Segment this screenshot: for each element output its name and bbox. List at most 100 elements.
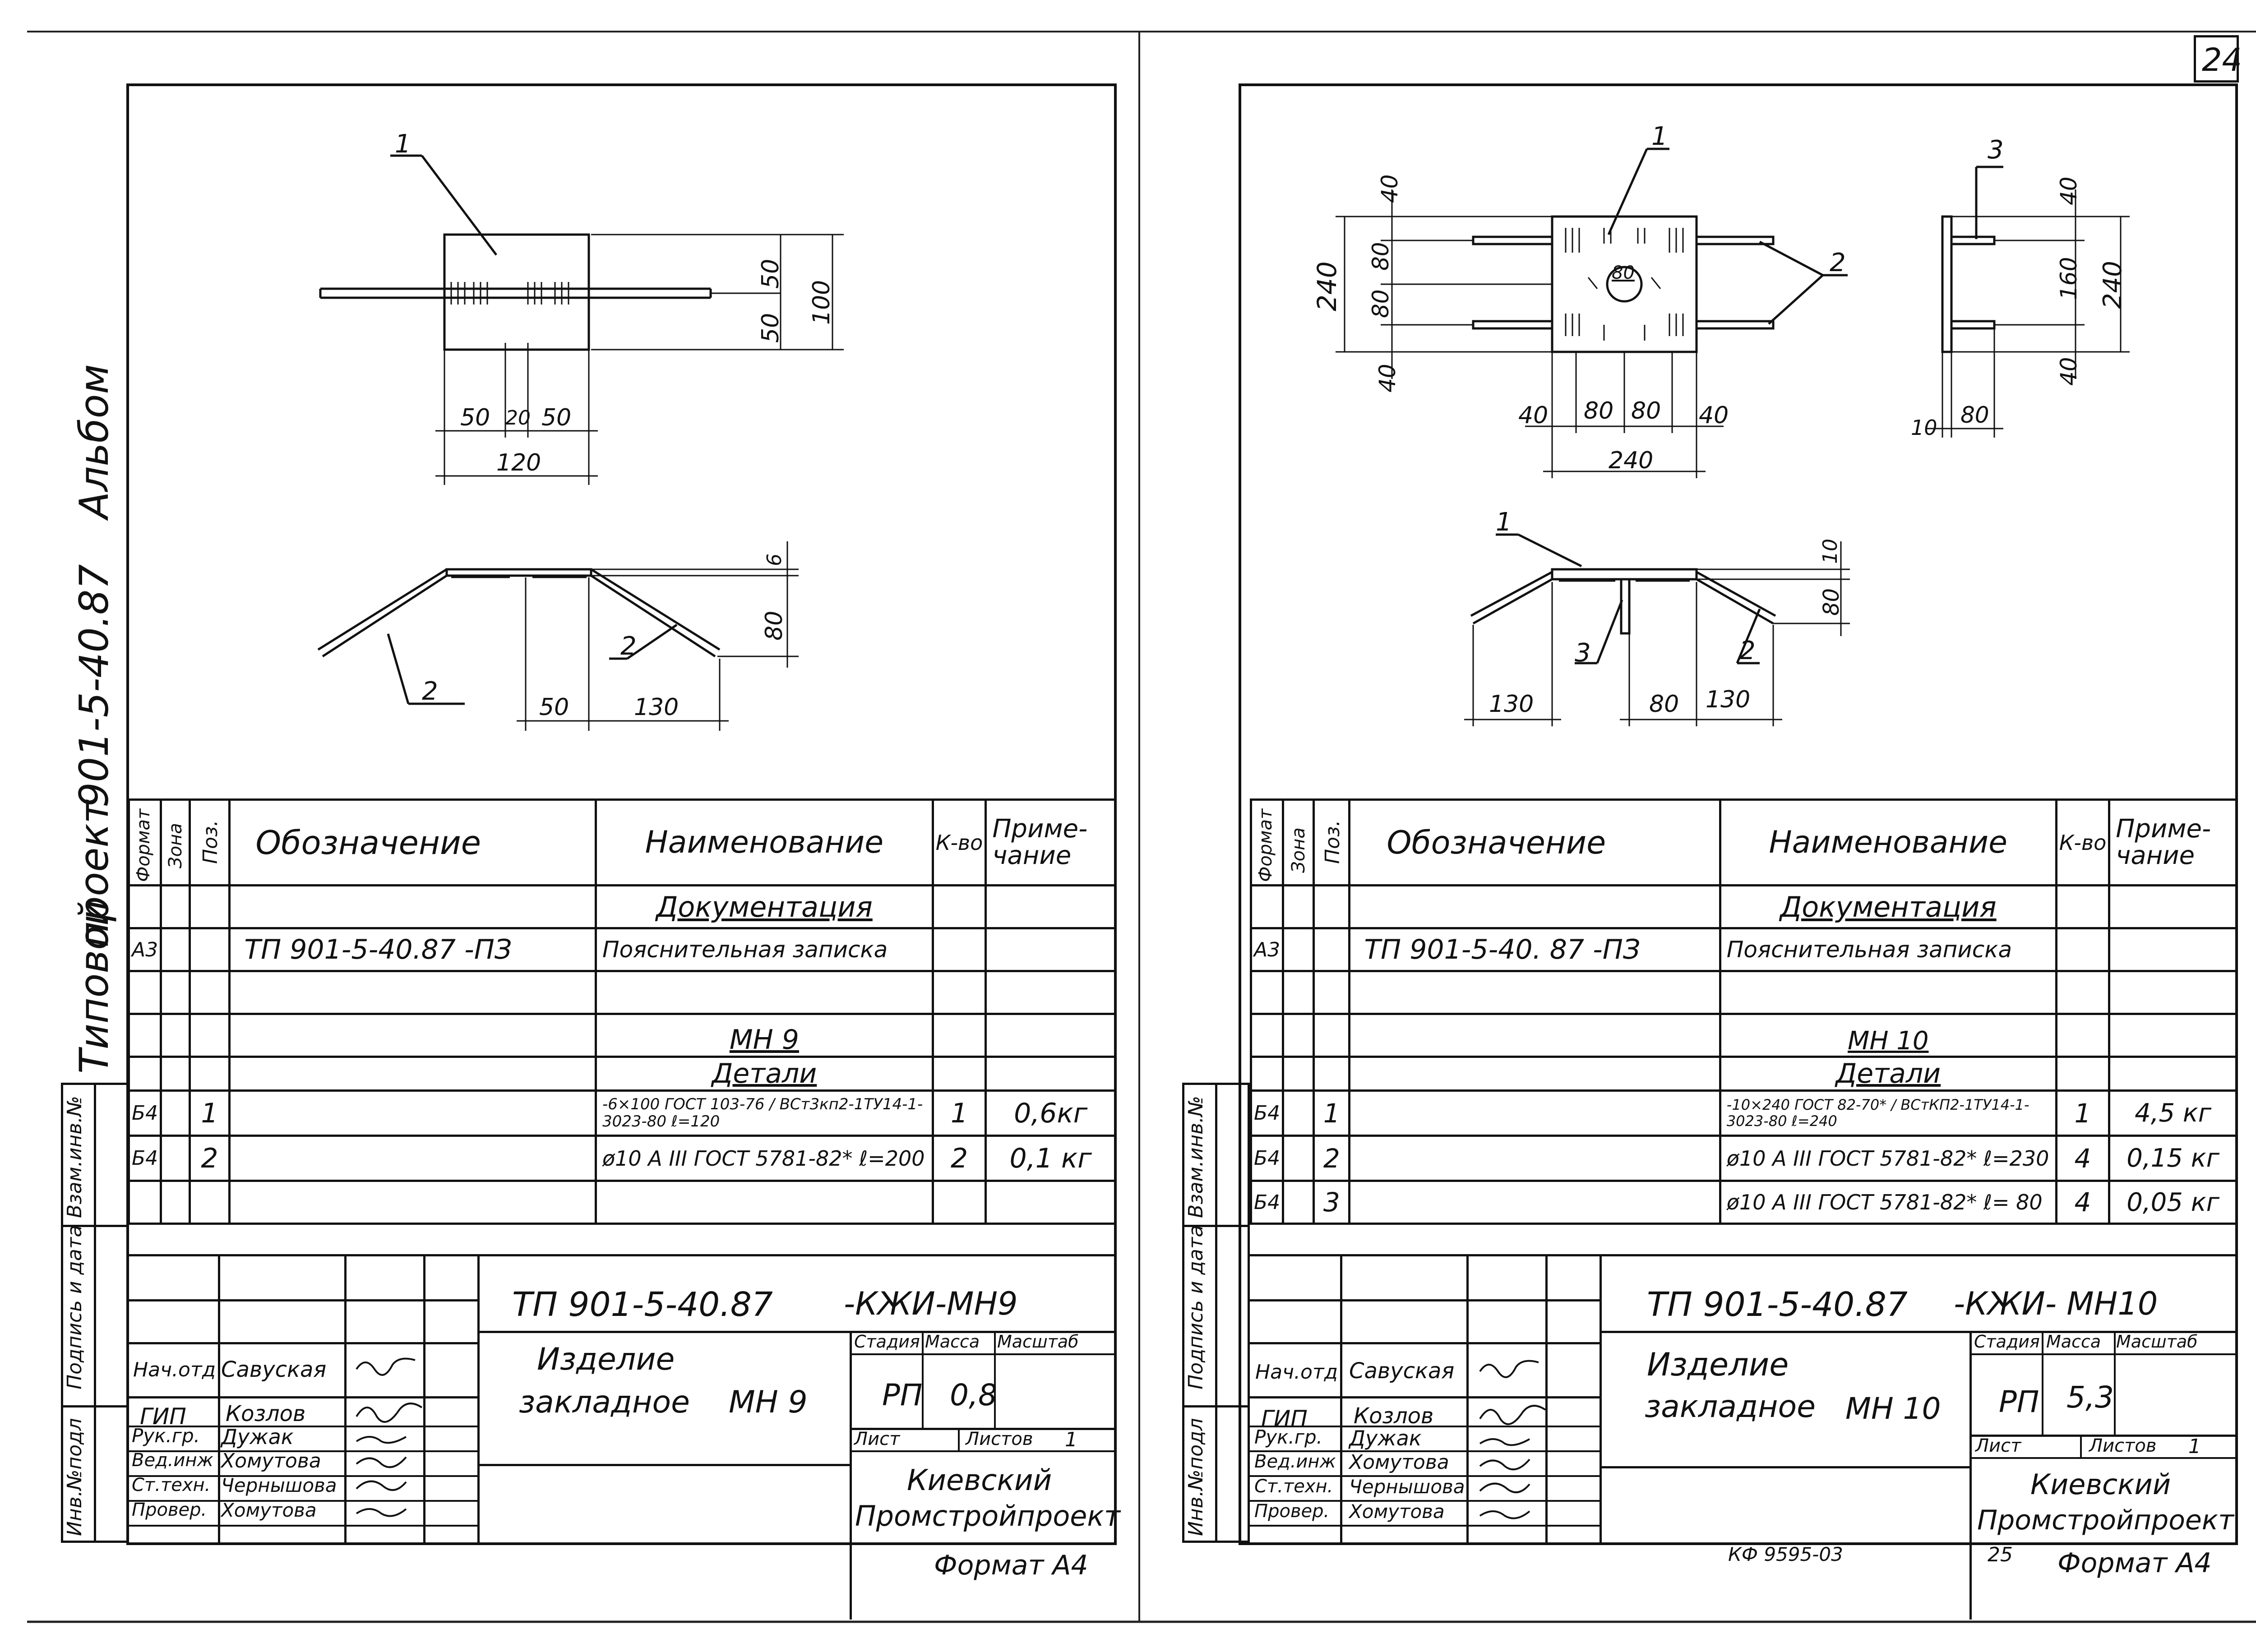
right-row-7-pos: 2 (1313, 1135, 1351, 1182)
right-tb-sheets: 1 (2188, 1435, 2201, 1458)
left-tb-org-1: Киевский (907, 1464, 1052, 1497)
side-stamp-column-right (1182, 1083, 1250, 1543)
right-row-7-name: ø10 А III ГОСТ 5781-82* ℓ=230 (1719, 1135, 2057, 1182)
right-tb-name-1: Козлов (1354, 1403, 1434, 1429)
right-row-mn-name: МН 10 (1719, 1013, 2057, 1058)
right-row-7-qty: 4 (2055, 1135, 2111, 1182)
left-tb-name-4: Чернышова (221, 1474, 337, 1496)
left-row-6-pos: 1 (188, 1089, 231, 1137)
left-pos-label-1: 1 (395, 129, 411, 159)
right-pos-label-2b: 2 (1739, 636, 1756, 665)
right-pos-label-3b: 3 (1575, 638, 1591, 668)
left-tb-sheets: 1 (1065, 1428, 1077, 1451)
left-tb-role-5: Провер. (132, 1500, 207, 1520)
page-number-box (2194, 35, 2239, 83)
right-row-2-format: А3 (1249, 927, 1285, 972)
right-tb-mass-label: Масса (2046, 1332, 2101, 1352)
left-tb-stage-label: Стадия (854, 1332, 920, 1352)
left-tb-role-0: Нач.отд (133, 1358, 216, 1381)
left-row-mn-name: МН 9 (594, 1013, 934, 1058)
right-tb-role-4: Ст.техн. (1254, 1476, 1333, 1497)
left-tb-sheet-label: Лист (854, 1429, 900, 1449)
left-pos-label-2a: 2 (422, 677, 438, 706)
left-tb-mass-label: Масса (925, 1332, 980, 1352)
right-tb-name-5: Хомутова (1349, 1500, 1445, 1523)
right-tb-sheet-label: Лист (1975, 1435, 2021, 1456)
right-tb-org-1: Киевский (2030, 1468, 2171, 1501)
right-tb-scale-label: Масштаб (2116, 1332, 2198, 1352)
right-dim-40d: 40 (1699, 402, 1729, 429)
right-footer-num: 25 (1988, 1543, 2013, 1566)
left-row-6-qty: 1 (931, 1089, 987, 1137)
right-row-6-note: 4,5 кг (2108, 1089, 2238, 1137)
left-row-doc-name: Документация (594, 884, 934, 929)
right-dim-240b: 240 (1609, 447, 1654, 474)
left-hdr-name: Наименование (594, 798, 934, 886)
left-tb-mass: 0,8 (950, 1378, 997, 1412)
right-row-7-format: Б4 (1249, 1135, 1285, 1182)
left-tb-org-2: Промстройпроект (855, 1500, 1121, 1532)
right-row-8-pos: 3 (1313, 1180, 1351, 1225)
right-row-8-format: Б4 (1249, 1180, 1285, 1225)
right-tb-name-2: Дужак (1349, 1426, 1422, 1450)
right-tb-name-4: Чернышова (1349, 1476, 1465, 1498)
left-row-2-name: Пояснительная записка (594, 927, 934, 972)
left-row-6-name: -6×100 ГОСТ 103-76 / ВСт3кп2-1ТУ14-1-302… (594, 1089, 934, 1137)
right-dim-40c: 40 (1518, 402, 1549, 429)
left-tb-name-3: Хомутова (221, 1449, 321, 1472)
right-row-doc-name: Документация (1719, 884, 2057, 929)
left-row-6-note: 0,6кг (985, 1089, 1117, 1137)
right-tb-role-2: Рук.гр. (1254, 1426, 1322, 1448)
right-row-6-name: -10×240 ГОСТ 82-70* / ВСтКП2-1ТУ14-1-302… (1719, 1089, 2057, 1137)
right-tb-mass: 5,3 (2066, 1380, 2114, 1415)
right-format-note: Формат А4 (2057, 1547, 2212, 1579)
left-tb-role-2: Рук.гр. (132, 1425, 200, 1447)
left-tb-scale-label: Масштаб (997, 1332, 1079, 1352)
right-tb-name-3: Хомутова (1349, 1451, 1449, 1474)
left-sec-dim-50: 50 (539, 694, 569, 721)
right-row-6-pos: 1 (1313, 1089, 1351, 1137)
right-row-7-note: 0,15 кг (2108, 1135, 2238, 1182)
left-row-7-pos: 2 (188, 1135, 231, 1182)
right-row-2-name: Пояснительная записка (1719, 927, 2057, 972)
left-dim-120: 120 (496, 449, 541, 476)
right-side-dim-10: 10 (1911, 415, 1937, 440)
left-hdr-designation: Обозначение (228, 798, 597, 886)
right-tb-role-3: Вед.инж (1254, 1451, 1336, 1472)
left-row-details-name: Детали (594, 1056, 934, 1092)
left-format-note: Формат А4 (934, 1550, 1088, 1581)
right-side-dim-80: 80 (1960, 402, 1989, 428)
right-pos-label-1: 1 (1651, 122, 1668, 151)
right-sec-dim-130b: 130 (1706, 686, 1751, 713)
right-dim-80c: 80 (1584, 397, 1614, 425)
right-tb-stage-label: Стадия (1974, 1332, 2040, 1352)
right-title-block (1250, 1254, 2238, 1620)
right-pos-label-3: 3 (1988, 135, 2004, 165)
left-dim-50c: 50 (460, 404, 490, 431)
right-circle-label: 80 (1612, 263, 1635, 283)
left-tb-name-0: Савуская (221, 1357, 327, 1382)
right-row-8-note: 0,05 кг (2108, 1180, 2238, 1225)
right-footer-code: КФ 9595-03 (1728, 1543, 1843, 1565)
left-row-7-qty: 2 (931, 1135, 987, 1182)
right-row-8-name: ø10 А III ГОСТ 5781-82* ℓ= 80 (1719, 1180, 2057, 1225)
right-pos-label-2: 2 (1830, 248, 1846, 277)
right-row-6-qty: 1 (2055, 1089, 2111, 1137)
right-row-8-qty: 4 (2055, 1180, 2111, 1225)
right-row-2-designation: ТП 901-5-40. 87 -ПЗ (1348, 927, 1721, 972)
left-row-7-name: ø10 А III ГОСТ 5781-82* ℓ=200 (594, 1135, 934, 1182)
left-tb-item-2: закладное (519, 1384, 690, 1420)
right-pos-label-1b: 1 (1496, 508, 1512, 537)
right-row-6-format: Б4 (1249, 1089, 1285, 1137)
left-sec-dim-130: 130 (634, 694, 679, 721)
left-tb-sheets-label: Листов (966, 1429, 1033, 1449)
right-row-details-name: Детали (1719, 1056, 2057, 1092)
page-number: 24 (2202, 42, 2242, 78)
left-row-7-note: 0,1 кг (985, 1135, 1117, 1182)
right-tb-doc-suffix: -КЖИ- МН10 (1954, 1285, 2158, 1322)
left-tb-role-1: ГИП (140, 1403, 186, 1430)
